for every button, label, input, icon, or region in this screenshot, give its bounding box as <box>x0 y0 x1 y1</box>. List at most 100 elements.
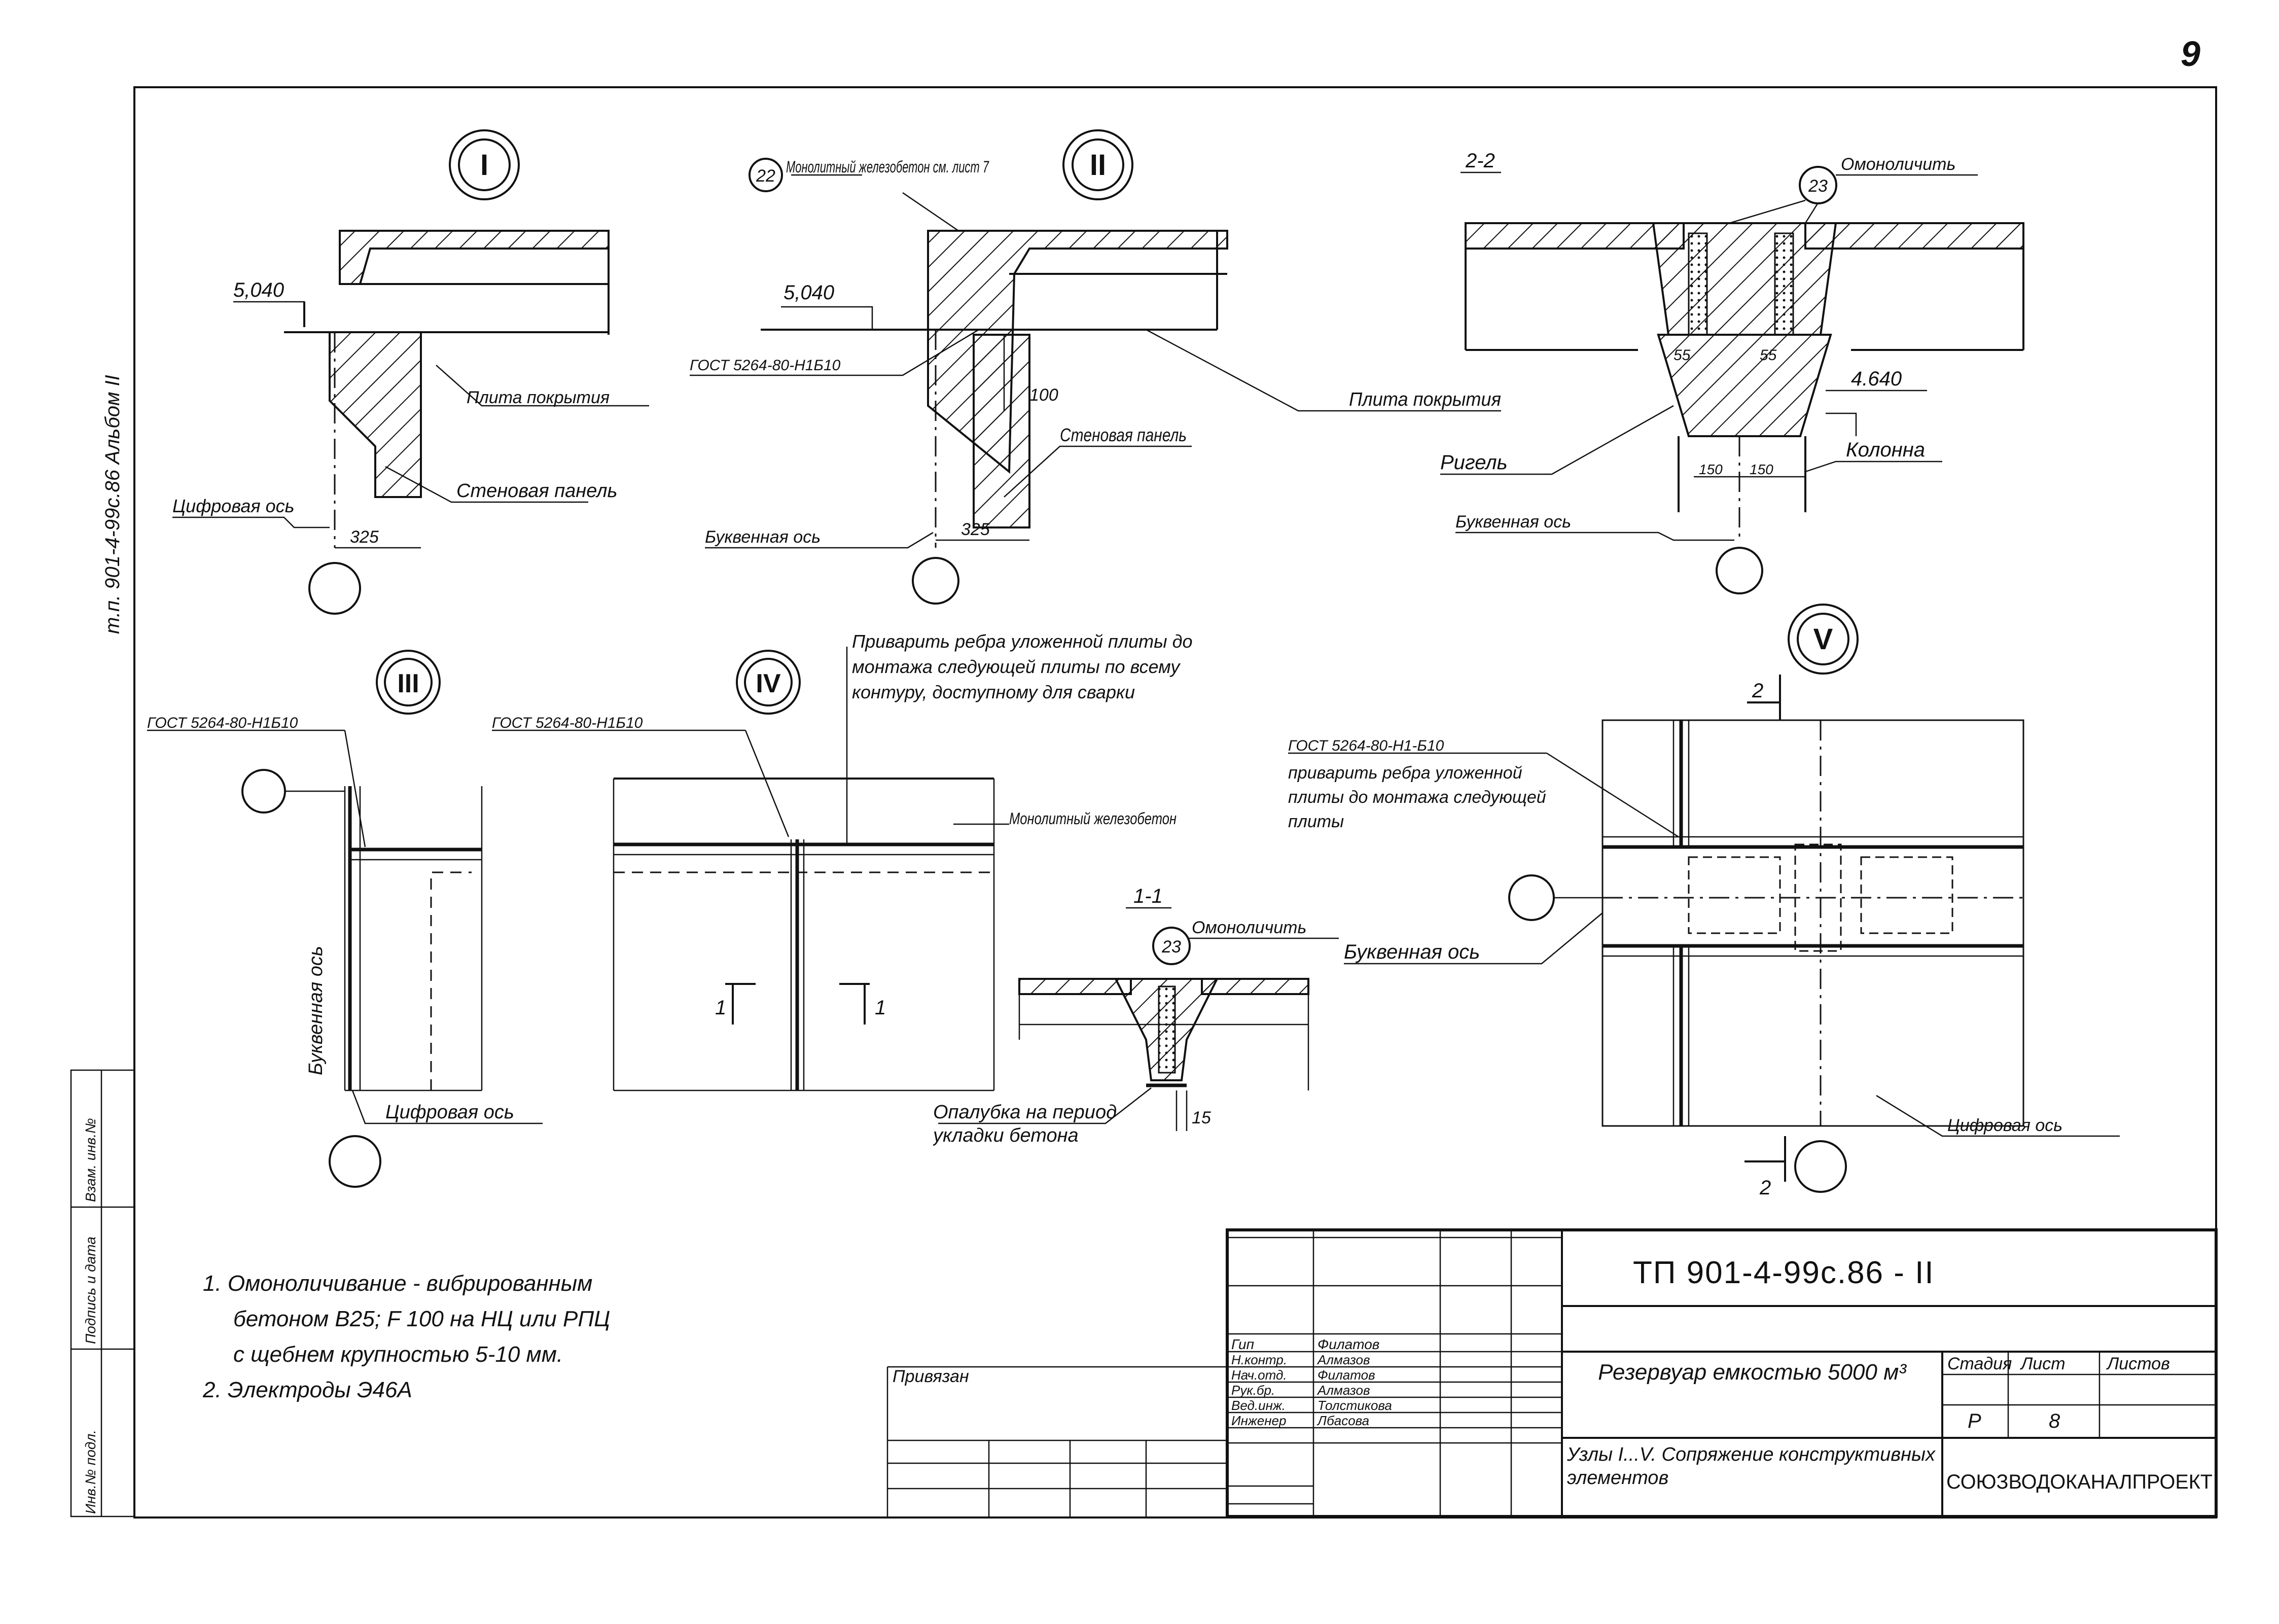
node-3-axis-label: Цифровая ось <box>385 1102 514 1123</box>
node-4-cut-left: 1 <box>715 997 726 1019</box>
tb-sheet-header: Лист <box>2020 1354 2066 1373</box>
section22-dim-b: 150 <box>1750 462 1773 477</box>
tb-role-3: Рук.бр. <box>1231 1383 1275 1398</box>
section22-dim-a: 150 <box>1699 462 1723 477</box>
node-2-panel-label: Стеновая панель <box>1060 425 1187 445</box>
node-2-callout-bubble <box>749 158 783 192</box>
stamp-vzam-inv: Взам. инв.№ <box>83 1118 98 1202</box>
node-1-wall-panel <box>329 331 422 498</box>
node-5-axis-bubble-bottom <box>1794 1140 1847 1193</box>
tb-sheet-title-box: Узлы I...V. Сопряжение конструктивных эл… <box>1567 1444 1935 1489</box>
section11-callout-bubble <box>1152 927 1191 965</box>
node-2-dim-v: 100 <box>1029 385 1058 405</box>
stamp-podpis: Подпись и дата <box>83 1237 98 1344</box>
side-stamp <box>70 1069 135 1517</box>
tb-code: ТП 901-4-99с.86 - II <box>1633 1255 1935 1290</box>
node-1-axis-bubble <box>308 562 361 615</box>
node-2-callout-text: Монолитный железобетон см. лист 7 <box>786 158 989 176</box>
tb-name-3: Алмазов <box>1316 1383 1370 1398</box>
node-5-note-box: приварить ребра уложенной плиты до монта… <box>1288 763 1546 831</box>
node-2-callout-num: 22 <box>756 166 775 186</box>
node-5-axis-label: Буквенная ось <box>1344 941 1480 963</box>
section22-dim-left: 55 <box>1673 347 1691 364</box>
node-1-axis-label: Цифровая ось <box>172 496 295 516</box>
node-1-marker-label: I <box>480 149 488 182</box>
tb-role-2: Нач.отд. <box>1231 1367 1287 1383</box>
section11-title: 1-1 <box>1133 885 1163 907</box>
title-block: Привязан Гип Н.контр. Нач.отд. Рук.бр. В… <box>886 1228 2218 1518</box>
node-5-note: приварить ребра уложенной плиты до монта… <box>1288 763 1546 831</box>
node-3-axis-bubble <box>329 1135 381 1188</box>
node-2-dim: 325 <box>961 520 990 539</box>
node-2-elev: 5,040 <box>784 281 834 304</box>
tb-name-4: Толстикова <box>1317 1398 1392 1413</box>
sheet-frame <box>133 86 2217 1519</box>
tb-sheet-no: 8 <box>2049 1410 2060 1432</box>
section22-elev: 4.640 <box>1851 368 1902 390</box>
node-3-axis-v-label: Буквенная ось <box>305 946 327 1075</box>
node-4-note-box: Приварить ребра уложенной плиты до монта… <box>852 631 1193 702</box>
section11-slab-left <box>1018 978 1132 995</box>
node-5-axis2-label: Цифровая ось <box>1947 1116 2062 1135</box>
tb-role-0: Гип <box>1231 1336 1254 1352</box>
section22-title: 2-2 <box>1465 150 1495 172</box>
section-2-2: 2-2 23 Омоноличить 55 55 4.640 150 150 Р… <box>1440 150 2024 594</box>
tb-name-2: Филатов <box>1317 1367 1375 1383</box>
tb-name-1: Алмазов <box>1316 1352 1370 1367</box>
node-1-dim: 325 <box>350 527 379 547</box>
section22-column-head <box>1657 334 1832 437</box>
node-4: IV ГОСТ 5264-80-Н1Б10 Приварить ребра ул… <box>492 631 1193 1091</box>
tb-stage: Р <box>1968 1410 1981 1432</box>
section11-formwork: Опалубка на период укладки бетона <box>933 1102 1117 1146</box>
node-5-marker-label: V <box>1813 623 1833 656</box>
node-2-axis-bubble <box>912 557 959 605</box>
section22-slab-right <box>1804 222 2024 250</box>
tb-name-0: Филатов <box>1317 1336 1379 1352</box>
node-5-weld-label: ГОСТ 5264-80-Н1-Б10 <box>1288 737 1444 754</box>
stamp-inv-podl: Инв.№ подл. <box>83 1430 98 1514</box>
node-5-axis-bubble-left <box>1508 874 1555 921</box>
node-3: III ГОСТ 5264-80-Н1Б10 Буквенная ось Циф… <box>147 650 543 1188</box>
tb-role-5: Инженер <box>1231 1413 1286 1428</box>
section11-dim: 15 <box>1192 1108 1211 1127</box>
node-5-cut-bottom: 2 <box>1759 1177 1771 1199</box>
tb-role-1: Н.контр. <box>1231 1352 1287 1367</box>
tb-name-5: Лбасова <box>1316 1413 1369 1428</box>
tb-sheet-title: Узлы I...V. Сопряжение конструктивных эл… <box>1567 1444 1935 1489</box>
node-5-cut-top: 2 <box>1752 680 1763 702</box>
node-4-cut-right: 1 <box>875 997 886 1019</box>
node-5: V 2 ГОСТ 5264-80-Н1-Б10 приварить ребра … <box>1288 604 2120 1199</box>
tb-org: СОЮЗВОДОКАНАЛПРОЕКТ <box>1946 1471 2213 1493</box>
section-1-1: 1-1 23 Омоноличить 15 Опалубка на период… <box>933 885 1339 1146</box>
node-1: I 5,040 Плита покрытия Стеновая панель 3… <box>172 129 649 615</box>
node-4-note: Приварить ребра уложенной плиты до монта… <box>852 631 1193 702</box>
section22-axis-label: Буквенная ось <box>1455 512 1571 532</box>
note-line-2: бетоном В25; F 100 на НЦ или РПЦ <box>233 1307 610 1331</box>
tb-sheets-header: Листов <box>2106 1354 2170 1373</box>
node-4-weld-label: ГОСТ 5264-80-Н1Б10 <box>492 715 643 731</box>
node-2-marker-label: II <box>1090 149 1106 182</box>
tb-stage-header: Стадия <box>1947 1354 2012 1373</box>
node-2-weld-label: ГОСТ 5264-80-Н1Б10 <box>690 357 841 374</box>
note-line-4: 2. Электроды Э46А <box>202 1378 412 1402</box>
node-2: II 22 Монолитный железобетон см. лист 7 … <box>690 129 1501 605</box>
section22-callout-text: Омоноличить <box>1841 155 1955 174</box>
section11-callout-num: 23 <box>1161 937 1181 957</box>
section22-dim-right: 55 <box>1760 347 1777 364</box>
section11-callout-text: Омоноличить <box>1192 918 1306 937</box>
section22-slab-left <box>1465 222 1685 250</box>
section22-callout-num: 23 <box>1808 176 1828 196</box>
note-line-1: 1. Омоноличивание - вибрированным <box>203 1271 592 1296</box>
node-1-slab-top <box>339 230 610 285</box>
node-1-panel-label: Стеновая панель <box>456 480 618 502</box>
node-1-slab-label: Плита покрытия <box>467 388 610 407</box>
page-number: 9 <box>2181 34 2200 74</box>
node-3-weld-label: ГОСТ 5264-80-Н1Б10 <box>147 715 298 731</box>
note-line-3: с щебнем крупностью 5-10 мм. <box>233 1342 563 1367</box>
section22-beam <box>1652 222 1837 336</box>
section22-column-label: Колонна <box>1846 439 1925 461</box>
section11-formwork-box: Опалубка на период укладки бетона <box>933 1102 1117 1146</box>
node-4-marker-label: IV <box>756 669 780 698</box>
